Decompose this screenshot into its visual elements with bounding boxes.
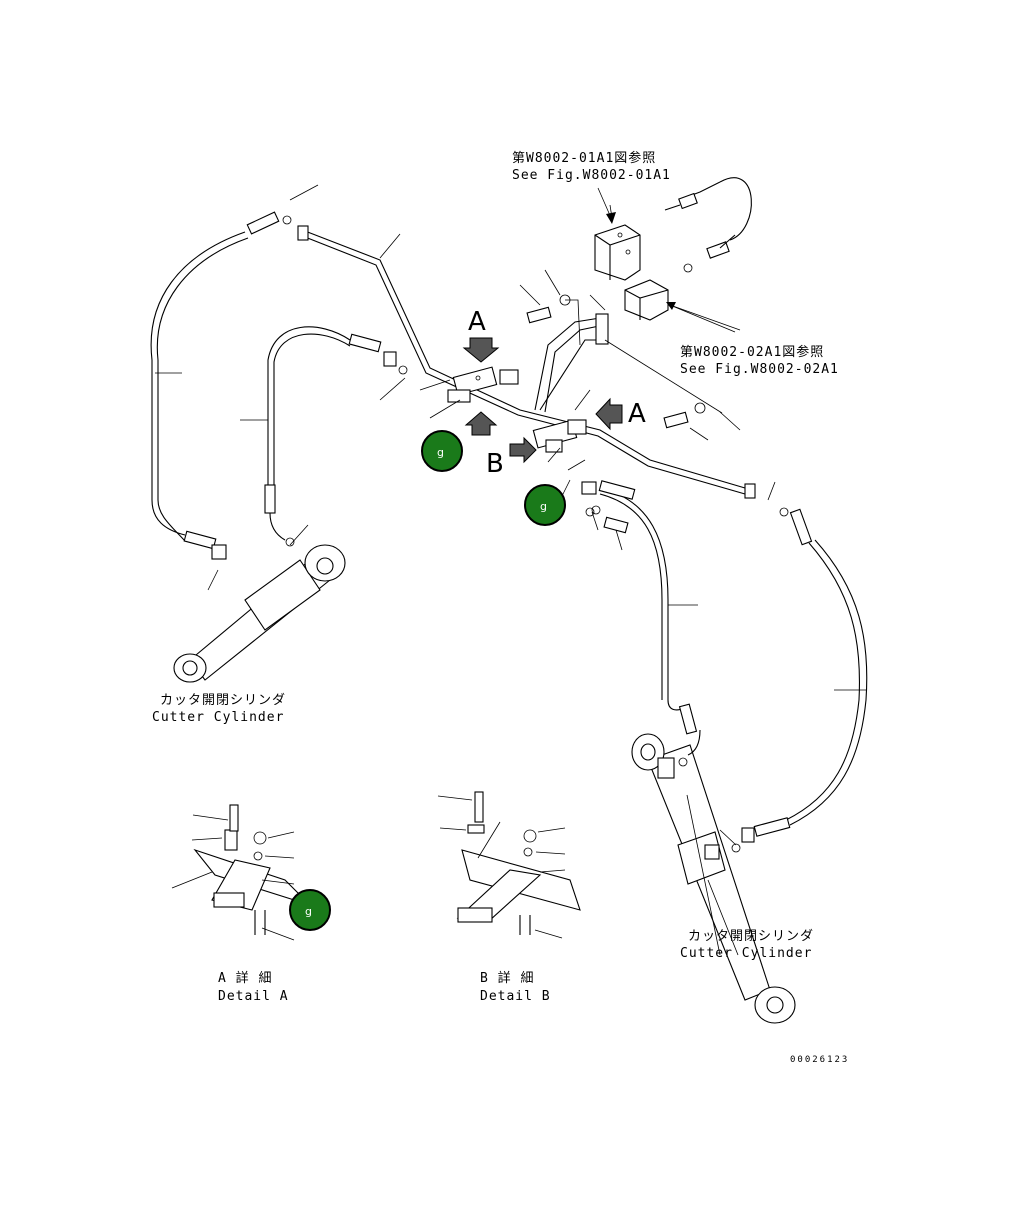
bolt-upper <box>526 294 571 324</box>
view-arrow-b: B <box>486 436 537 479</box>
detail-b-jp: B 詳 細 <box>480 970 534 986</box>
badge-3-label: g <box>305 905 312 918</box>
rigid-tube-upper <box>297 225 756 499</box>
drawing-number: 00026123 <box>790 1055 849 1065</box>
clamp-assembly-b <box>532 419 587 453</box>
cylinder-left-jp: カッタ開閉シリンダ <box>160 693 286 708</box>
cylinder-left-en: Cutter Cylinder <box>152 710 284 725</box>
reference-1-jp: 第W8002-01A1図参照 <box>512 150 656 166</box>
view-arrow-a-right: A <box>595 397 646 431</box>
reference-2-jp: 第W8002-02A1図参照 <box>680 344 824 360</box>
view-label-a-right: A <box>628 399 646 429</box>
hose-right-outer <box>731 507 868 853</box>
view-arrow-a-up <box>464 411 498 436</box>
reference-arrows <box>597 187 736 333</box>
reference-2-en: See Fig.W8002-02A1 <box>680 362 839 377</box>
valve-fittings <box>664 177 752 273</box>
view-label-b: B <box>486 449 504 479</box>
control-valve-block-2 <box>624 279 669 321</box>
badge-1: g <box>421 430 463 472</box>
hose-right-middle <box>581 480 698 735</box>
control-valve-block-1 <box>594 224 641 281</box>
badge-1-label: g <box>437 446 444 459</box>
clamp-assembly-a <box>447 366 519 403</box>
detail-a-drawing <box>171 804 311 941</box>
badge-2: g <box>524 484 566 526</box>
cutter-cylinder-left <box>173 544 346 683</box>
detail-b-en: Detail B <box>480 989 551 1004</box>
leader-lines <box>155 184 866 956</box>
reference-1-en: See Fig.W8002-01A1 <box>512 168 671 183</box>
detail-a-en: Detail A <box>218 989 289 1004</box>
hose-left-inner <box>264 326 408 547</box>
detail-b-drawing <box>437 791 581 939</box>
badge-2-label: g <box>540 500 547 513</box>
badge-3: g <box>289 889 331 931</box>
detail-a-jp: A 詳 細 <box>218 970 272 986</box>
bolt-right <box>591 402 706 534</box>
cylinder-right-jp: カッタ開閉シリンダ <box>688 929 814 944</box>
view-label-a-top: A <box>468 307 486 337</box>
hose-left-outer <box>150 211 292 560</box>
view-arrow-a-top: A <box>462 307 500 363</box>
cutter-cylinder-right <box>631 729 796 1024</box>
cylinder-right-en: Cutter Cylinder <box>680 946 812 961</box>
